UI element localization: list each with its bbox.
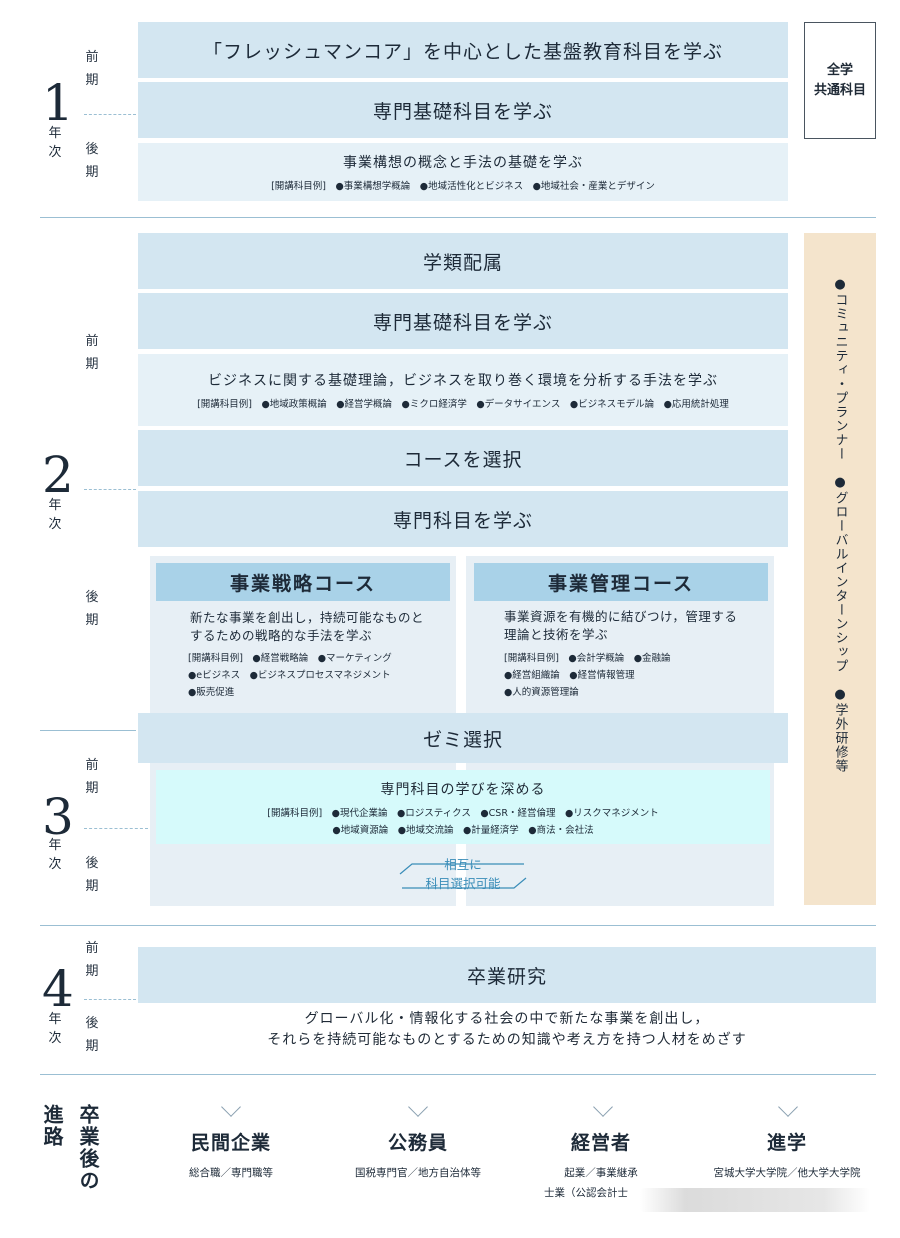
career-civil-servant: 公務員 bbox=[387, 1132, 448, 1154]
year2-term-first: 前期 bbox=[85, 334, 99, 372]
year2-term-second: 後期 bbox=[85, 590, 99, 628]
chevron-down-icon bbox=[778, 1097, 798, 1117]
divider-year1-2 bbox=[40, 217, 876, 218]
year3-term-second: 後期 bbox=[85, 856, 99, 894]
year4-graduation-research-band: 卒業研究 bbox=[138, 947, 876, 1003]
careers-label-a: 卒業後の bbox=[76, 1104, 100, 1192]
year1-number: 1 bbox=[42, 74, 74, 132]
year2-course-select-band: コースを選択 bbox=[138, 430, 788, 486]
year4-label: 年次 bbox=[48, 1012, 62, 1046]
year3-number: 3 bbox=[42, 788, 74, 846]
year4-term-divider bbox=[84, 999, 136, 1000]
year2-label: 年次 bbox=[48, 498, 62, 532]
year2-theory-title: ビジネスに関する基礎理論，ビジネスを取り巻く環境を分析する手法を学ぶ bbox=[208, 373, 718, 389]
year4-goal-line-1: グローバル化・情報化する社会の中で新たな事業を創出し， bbox=[304, 1011, 710, 1027]
divider-year4-careers bbox=[40, 1074, 876, 1075]
year4-goal-line-2: それらを持続可能なものとするための知識や考え方を持つ人材をめざす bbox=[267, 1032, 747, 1048]
course-management-ex-1: [開講科目例] ●会計学概論 ●金融論 bbox=[504, 653, 671, 664]
year4-term-second: 後期 bbox=[85, 1016, 99, 1054]
divider-year2-3 bbox=[40, 730, 136, 731]
extracurricular-item-2: ●グローバルインターンシップ bbox=[832, 475, 848, 673]
watermark-overlay bbox=[640, 1188, 870, 1212]
year1-concept-examples: [開講科目例] ●事業構想学概論 ●地域活性化とビジネス ●地域社会・産業とデザ… bbox=[271, 181, 655, 192]
course-management-desc-1: 事業資源を有機的に結びつけ，管理する bbox=[504, 609, 738, 624]
year4-goal: グローバル化・情報化する社会の中で新たな事業を創出し， それらを持続可能なものと… bbox=[138, 1009, 876, 1051]
career-graduate-school: 進学 bbox=[766, 1132, 807, 1154]
year4-number: 4 bbox=[42, 960, 74, 1018]
year3-deepen-title: 専門科目の学びを深める bbox=[380, 781, 546, 798]
course-strategy-desc-1: 新たな事業を創出し，持続可能なものと bbox=[190, 610, 425, 625]
extracurricular-item-1: ●コミュニティ・プランナー bbox=[832, 277, 848, 461]
year3-label: 年次 bbox=[48, 838, 62, 872]
course-management-ex-3: ●人的資源管理論 bbox=[504, 687, 579, 698]
course-management-title: 事業管理コース bbox=[474, 563, 768, 601]
year4-term-first: 前期 bbox=[85, 941, 99, 979]
career-graduate-school-detail: 宮城大学大学院／他大学大学院 bbox=[713, 1167, 861, 1179]
year2-term-divider bbox=[84, 489, 136, 490]
career-private-company: 民間企業 bbox=[190, 1132, 271, 1154]
mutual-arrows-icon bbox=[399, 863, 527, 889]
year1-term-second: 後期 bbox=[85, 142, 99, 180]
course-strategy-ex-2: ●eビジネス ●ビジネスプロセスマネジメント bbox=[188, 670, 391, 681]
course-strategy-ex-3: ●販売促進 bbox=[188, 687, 235, 698]
careers-label-b: 進路 bbox=[40, 1104, 64, 1148]
mutual-selection-line-2: 科目選択可能 bbox=[425, 876, 501, 891]
career-private-company-detail: 総合職／専門職等 bbox=[189, 1167, 273, 1179]
career-executive-detail-2: 士業（公認会計士 bbox=[544, 1187, 628, 1199]
year3-term-divider bbox=[84, 828, 148, 829]
course-management-ex-2: ●経営組織論 ●経営情報管理 bbox=[504, 670, 635, 681]
year1-concept-title: 事業構想の概念と手法の基礎を学ぶ bbox=[343, 155, 583, 171]
common-subjects-label: 全学 共通科目 bbox=[813, 62, 866, 98]
year2-basic-subjects-band: 専門基礎科目を学ぶ bbox=[138, 293, 788, 349]
career-civil-servant-detail: 国税専門官／地方自治体等 bbox=[355, 1167, 481, 1179]
chevron-down-icon bbox=[593, 1097, 613, 1117]
extracurricular-items: ●コミュニティ・プランナー ●グローバルインターンシップ ●学外研修等 bbox=[832, 277, 848, 905]
chevron-down-icon bbox=[408, 1097, 428, 1117]
course-strategy-title: 事業戦略コース bbox=[156, 563, 450, 601]
year3-deepen-box: 専門科目の学びを深める [開講科目例] ●現代企業論 ●ロジスティクス ●CSR… bbox=[156, 770, 770, 844]
year3-seminar-band: ゼミ選択 bbox=[138, 713, 788, 763]
year1-basic-subjects-band: 専門基礎科目を学ぶ bbox=[138, 82, 788, 138]
extracurricular-box: ●コミュニティ・プランナー ●グローバルインターンシップ ●学外研修等 bbox=[804, 233, 876, 905]
course-management-desc-2: 理論と技術を学ぶ bbox=[504, 627, 609, 642]
divider-year3-4 bbox=[40, 925, 876, 926]
career-executive-detail-1: 起業／事業継承 bbox=[564, 1167, 638, 1179]
course-strategy-ex-1: [開講科目例] ●経営戦略論 ●マーケティング bbox=[188, 653, 392, 664]
year3-deepen-ex-2: ●地域資源論 ●地域交流論 ●計量経済学 ●商法・会社法 bbox=[332, 824, 594, 836]
year2-number: 2 bbox=[42, 446, 74, 504]
extracurricular-item-3: ●学外研修等 bbox=[832, 687, 848, 773]
year2-major-subjects-band: 専門科目を学ぶ bbox=[138, 491, 788, 547]
year3-term-first: 前期 bbox=[85, 758, 99, 796]
year3-deepen-ex-1: [開講科目例] ●現代企業論 ●ロジスティクス ●CSR・経営倫理 ●リスクマネ… bbox=[267, 807, 659, 819]
common-subjects-box: 全学 共通科目 bbox=[804, 22, 876, 139]
year1-concept-band: 事業構想の概念と手法の基礎を学ぶ [開講科目例] ●事業構想学概論 ●地域活性化… bbox=[138, 143, 788, 201]
year2-department-band: 学類配属 bbox=[138, 233, 788, 289]
year1-label: 年次 bbox=[48, 126, 62, 160]
year2-theory-examples: [開講科目例] ●地域政策概論 ●経営学概論 ●ミクロ経済学 ●データサイエンス… bbox=[197, 399, 729, 410]
chevron-down-icon bbox=[221, 1097, 241, 1117]
year1-term-divider bbox=[84, 114, 136, 115]
course-strategy-desc-2: するための戦略的な手法を学ぶ bbox=[190, 628, 373, 643]
year2-theory-band: ビジネスに関する基礎理論，ビジネスを取り巻く環境を分析する手法を学ぶ [開講科目… bbox=[138, 354, 788, 426]
career-executive: 経営者 bbox=[570, 1132, 631, 1154]
year1-term-first: 前期 bbox=[85, 50, 99, 88]
year1-foundation-band: 「フレッシュマンコア」を中心とした基盤教育科目を学ぶ bbox=[138, 22, 788, 78]
